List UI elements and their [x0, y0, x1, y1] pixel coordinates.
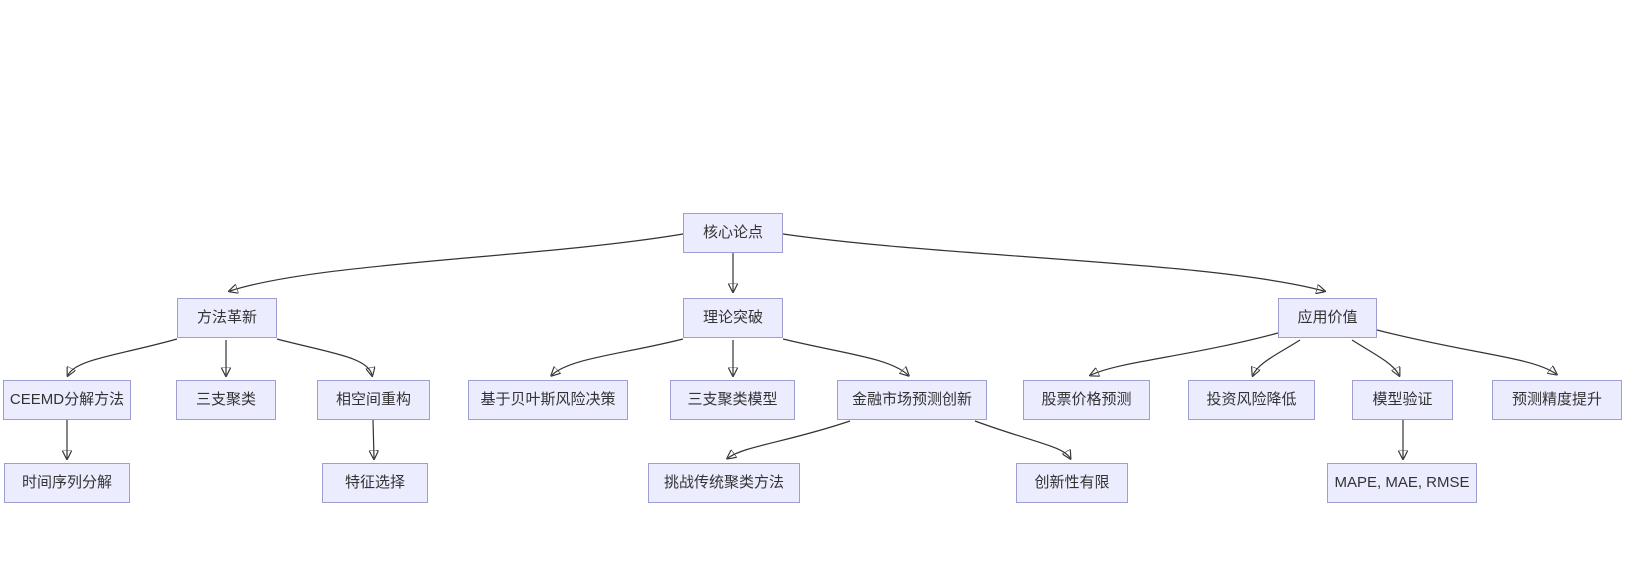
node-value: 应用价值 — [1278, 298, 1377, 338]
edge-value-risk — [1253, 339, 1301, 375]
edge-value-stock — [1091, 332, 1279, 375]
node-bayes: 基于贝叶斯风险决策 — [468, 380, 628, 420]
node-ceemd: CEEMD分解方法 — [3, 380, 131, 420]
node-feature: 特征选择 — [322, 463, 428, 503]
edge-phase-feature — [373, 419, 374, 458]
edge-core-value — [782, 233, 1324, 291]
edge-core-method — [230, 233, 684, 291]
node-risk: 投资风险降低 — [1188, 380, 1315, 420]
edge-method-phase — [276, 338, 372, 375]
node-fin: 金融市场预测创新 — [837, 380, 987, 420]
edge-value-precision — [1376, 329, 1556, 374]
node-three-way: 三支聚类 — [176, 380, 276, 420]
node-core: 核心论点 — [683, 213, 783, 253]
edge-value-model-val — [1351, 339, 1399, 375]
node-method: 方法革新 — [177, 298, 277, 338]
node-metrics: MAPE, MAE, RMSE — [1327, 463, 1477, 503]
edge-theory-bayes — [552, 338, 684, 375]
node-ts-decomp: 时间序列分解 — [4, 463, 130, 503]
node-precision: 预测精度提升 — [1492, 380, 1622, 420]
node-twc-model: 三支聚类模型 — [670, 380, 795, 420]
node-limited: 创新性有限 — [1016, 463, 1128, 503]
edge-method-ceemd — [68, 338, 178, 375]
edge-theory-fin — [782, 338, 908, 375]
edge-fin-challenge — [728, 420, 851, 458]
node-model-val: 模型验证 — [1352, 380, 1453, 420]
node-stock: 股票价格预测 — [1023, 380, 1150, 420]
node-challenge: 挑战传统聚类方法 — [648, 463, 800, 503]
node-theory: 理论突破 — [683, 298, 783, 338]
node-phase: 相空间重构 — [317, 380, 430, 420]
edge-fin-limited — [974, 420, 1070, 458]
